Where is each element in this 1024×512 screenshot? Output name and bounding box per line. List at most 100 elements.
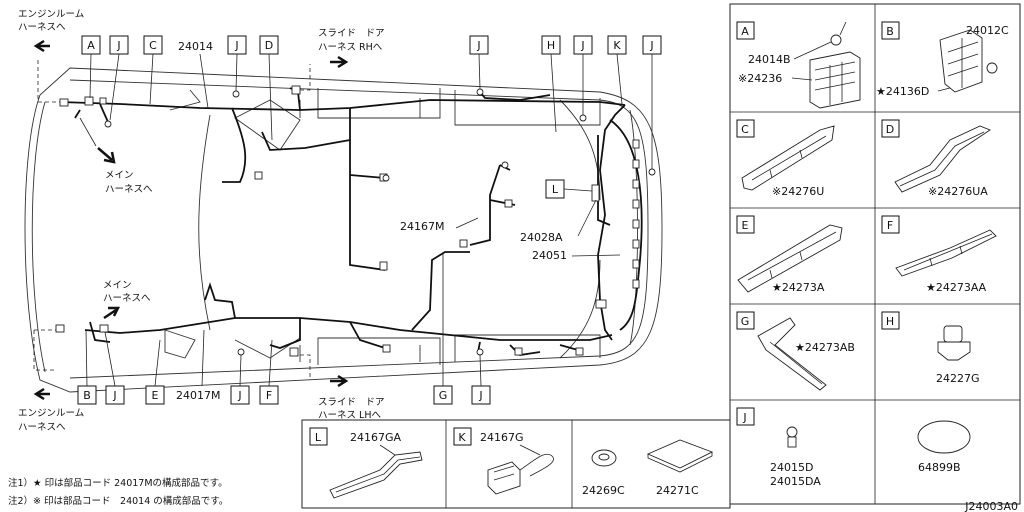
svg-text:J: J [580,39,584,52]
bottom-panel-k: K 24167G [453,427,554,495]
harness-protector-part [329,451,423,499]
svg-text:24167GA: 24167GA [350,431,402,444]
svg-text:D: D [886,123,894,136]
svg-text:24028A: 24028A [520,231,563,244]
svg-text:J: J [234,39,238,52]
svg-text:J: J [116,39,120,52]
bracket-block-part [939,29,998,93]
svg-text:ハーネス RHへ: ハーネス RHへ [318,42,383,53]
svg-text:★24136D: ★24136D [876,85,929,98]
svg-text:64899B: 64899B [918,461,961,474]
svg-text:24167M: 24167M [400,220,444,233]
detail-panel-b: B 24012C ★24136D [876,21,1009,98]
svg-text:24014: 24014 [178,40,213,53]
bottom-panel-pad: 24271C [646,439,714,497]
callout-main-harness-2: メイン ハーネスへ [103,280,151,320]
vehicle-body-outline [24,67,663,393]
part-number-labels: 24014 24167M 24028A 24051 24017M [176,40,621,402]
arrow-left-icon [33,39,50,53]
svg-text:※24236: ※24236 [738,72,782,85]
svg-text:K: K [458,431,466,444]
svg-text:24017M: 24017M [176,389,220,402]
clip-rail-part [894,125,991,193]
callout-engine-room-bottom: エンジンルーム ハーネスへ [18,329,84,433]
detail-panel-g: G ★24273AB [736,311,855,391]
svg-text:24167G: 24167G [480,431,524,444]
square-pad-part [646,439,714,469]
bottom-panel-grid [301,419,731,509]
bottom-panel-l: L 24167GA [309,427,423,499]
svg-text:24271C: 24271C [656,484,699,497]
svg-text:J: J [742,411,746,424]
svg-text:スライド ドア: スライド ドア [318,28,385,39]
svg-text:K: K [613,39,621,52]
svg-text:★24273AB: ★24273AB [795,341,855,354]
svg-text:G: G [741,315,750,328]
detail-panel-d: D ※24276UA [881,119,991,198]
svg-text:L: L [552,183,559,196]
svg-text:D: D [265,39,273,52]
svg-text:J: J [112,389,116,402]
detail-panel-j: J 24015D 24015DA [736,407,821,488]
svg-text:J: J [478,389,482,402]
detail-panel-f: F ★24273AA [881,215,997,294]
bottom-panel-grommet: 24269C [582,449,625,497]
arrow-left-icon [33,387,50,401]
arrow-right-icon [330,374,349,388]
detail-panel-c: C ※24276U [736,119,835,198]
detail-panel-h: H 24227G [881,311,980,385]
svg-text:H: H [547,39,555,52]
svg-text:注1）★ 印は部品コード 24017Mの構成部品です。: 注1）★ 印は部品コード 24017Mの構成部品です。 [8,477,228,489]
push-clip-part [786,426,798,448]
svg-text:A: A [87,39,95,52]
svg-text:24015DA: 24015DA [770,475,821,488]
diagram-id: J24003A0 [964,500,1018,512]
callout-slide-door-lh: スライド ドア ハーネス LHへ [300,354,385,421]
footnotes: 注1）★ 印は部品コード 24017Mの構成部品です。 注2）※ 印は部品コード… [8,477,228,507]
arrow-up-right-icon [103,306,121,320]
clip-rail-part [741,125,835,191]
svg-text:メイン: メイン [103,280,132,291]
svg-text:※24276U: ※24276U [772,185,824,198]
svg-text:24227G: 24227G [936,372,980,385]
svg-text:F: F [887,219,893,232]
svg-text:G: G [439,389,448,402]
svg-text:★24273AA: ★24273AA [926,281,987,294]
svg-text:ハーネスへ: ハーネスへ [18,22,66,33]
harness-routes [59,87,643,356]
svg-text:24269C: 24269C [582,484,625,497]
top-letter-callouts: A J C J D J H J K J [81,35,662,169]
svg-text:J: J [476,39,480,52]
svg-text:F: F [266,389,272,402]
svg-text:★24273A: ★24273A [772,281,825,294]
detail-panel-grid [729,3,1021,505]
svg-text:J: J [237,389,241,402]
svg-text:H: H [886,315,894,328]
clip-rail-part [737,224,843,293]
clip-rail-part [757,317,827,391]
svg-text:24012C: 24012C [966,24,1009,37]
svg-text:ハーネス LHへ: ハーネス LHへ [318,410,381,421]
svg-text:ハーネスへ: ハーネスへ [18,422,66,433]
svg-text:J: J [649,39,653,52]
arrow-right-icon [330,55,349,69]
grommet-clip-part [937,325,971,361]
svg-text:B: B [83,389,91,402]
svg-text:E: E [152,389,159,402]
svg-text:注2）※ 印は部品コード 24014 の構成部品です。: 注2）※ 印は部品コード 24014 の構成部品です。 [8,495,228,507]
svg-text:メイン: メイン [105,170,134,181]
svg-text:24015D: 24015D [770,461,813,474]
svg-text:※24276UA: ※24276UA [928,185,988,198]
svg-text:エンジンルーム: エンジンルーム [18,9,84,20]
connector-clip-part [487,453,554,495]
svg-text:エンジンルーム: エンジンルーム [18,408,84,419]
svg-text:24051: 24051 [532,249,567,262]
svg-text:L: L [315,431,322,444]
oval-pad-part [917,420,971,454]
fastener-block-part [809,21,861,109]
svg-text:C: C [149,39,157,52]
svg-text:E: E [742,219,749,232]
svg-text:C: C [741,123,749,136]
callout-engine-room-top: エンジンルーム ハーネスへ [18,9,84,103]
